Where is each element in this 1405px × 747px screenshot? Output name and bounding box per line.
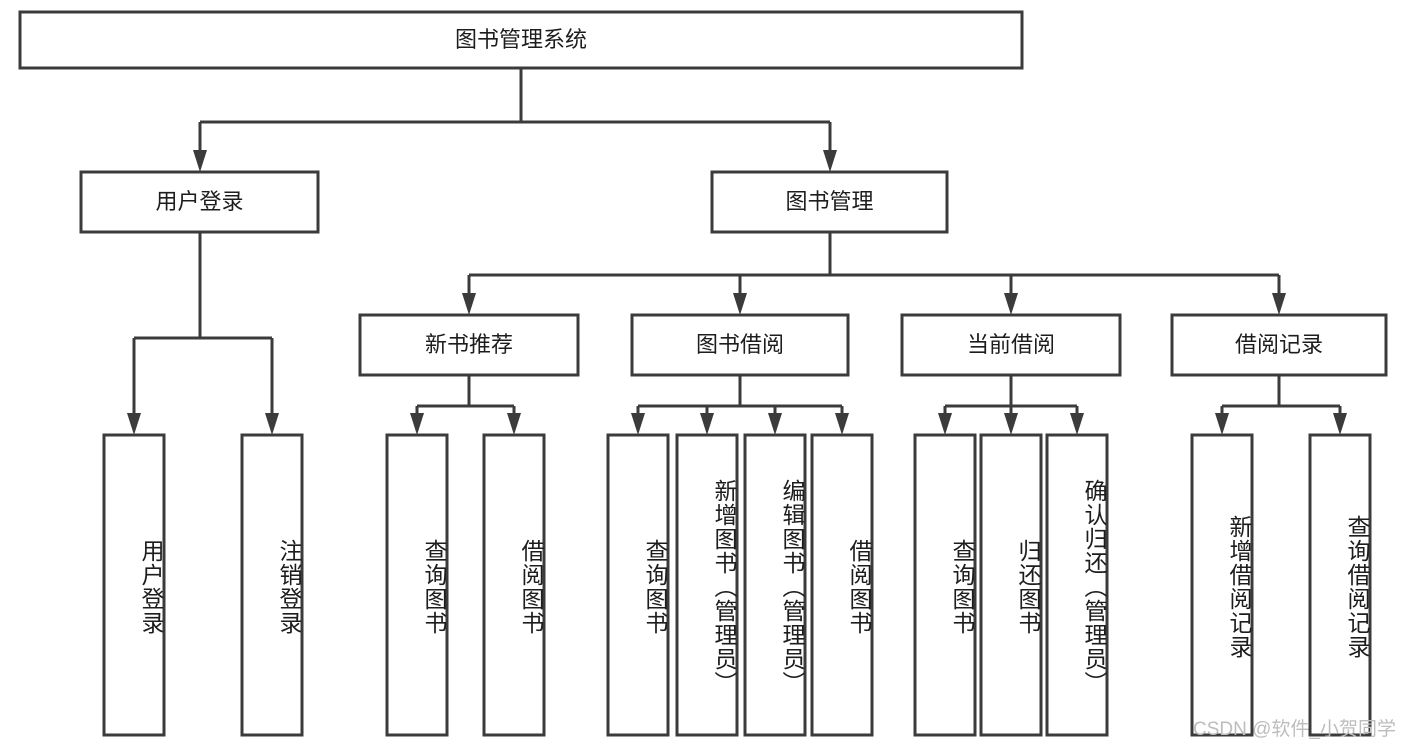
arrow-head: [1004, 413, 1018, 435]
node-box-leaf-query-book-rec[interactable]: [385, 433, 449, 737]
node-box-root[interactable]: [18, 10, 1024, 70]
arrow-head: [1004, 293, 1018, 315]
connectors-layer: [127, 68, 1347, 435]
node-label-book-manage: 图书管理: [785, 189, 873, 214]
arrow-head: [193, 150, 207, 172]
arrow-head: [1070, 413, 1084, 435]
node-box-current-borrow[interactable]: [900, 313, 1122, 377]
node-box-leaf-confirm-return-admin[interactable]: [1045, 433, 1109, 737]
node-box-leaf-query-borrow-record[interactable]: [1308, 433, 1372, 737]
node-box-leaf-user-login[interactable]: [102, 433, 166, 737]
arrow-head: [127, 413, 141, 435]
node-box-borrow-record[interactable]: [1170, 313, 1388, 377]
arrow-head: [835, 413, 849, 435]
arrow-head: [700, 413, 714, 435]
csdn-watermark: CSDN @软件_小贺同学: [1193, 719, 1396, 740]
node-box-leaf-edit-book-admin[interactable]: [743, 433, 807, 737]
node-label-borrow-record: 借阅记录: [1235, 332, 1323, 357]
node-box-leaf-borrow-book[interactable]: [810, 433, 874, 737]
arrow-head: [1333, 413, 1347, 435]
arrow-head: [1272, 293, 1286, 315]
node-box-book-borrow[interactable]: [630, 313, 850, 377]
node-box-leaf-logout[interactable]: [240, 433, 304, 737]
arrow-head: [410, 413, 424, 435]
node-label-root: 图书管理系统: [455, 27, 587, 52]
arrow-head: [631, 413, 645, 435]
node-box-leaf-query-book[interactable]: [606, 433, 670, 737]
node-label-book-borrow: 图书借阅: [696, 332, 784, 357]
node-label-current-borrow: 当前借阅: [967, 332, 1055, 357]
node-box-leaf-borrow-book-rec[interactable]: [482, 433, 546, 737]
node-label-new-book-recommend: 新书推荐: [425, 332, 513, 357]
arrow-head: [823, 150, 837, 172]
node-box-book-manage[interactable]: [710, 170, 949, 234]
node-box-leaf-return-book[interactable]: [979, 433, 1043, 737]
arrow-head: [733, 293, 747, 315]
node-box-leaf-add-borrow-record[interactable]: [1190, 433, 1254, 737]
arrow-head: [265, 413, 279, 435]
arrow-head: [768, 413, 782, 435]
node-boxes-layer: [18, 10, 1388, 737]
node-box-leaf-add-book-admin[interactable]: [675, 433, 739, 737]
node-box-leaf-query-book-cur[interactable]: [913, 433, 977, 737]
node-box-new-book-recommend[interactable]: [358, 313, 580, 377]
arrow-head: [1215, 413, 1229, 435]
node-box-user-login[interactable]: [79, 170, 320, 234]
node-label-user-login: 用户登录: [155, 189, 243, 214]
arrow-head: [938, 413, 952, 435]
arrow-head: [507, 413, 521, 435]
arrow-head: [462, 293, 476, 315]
